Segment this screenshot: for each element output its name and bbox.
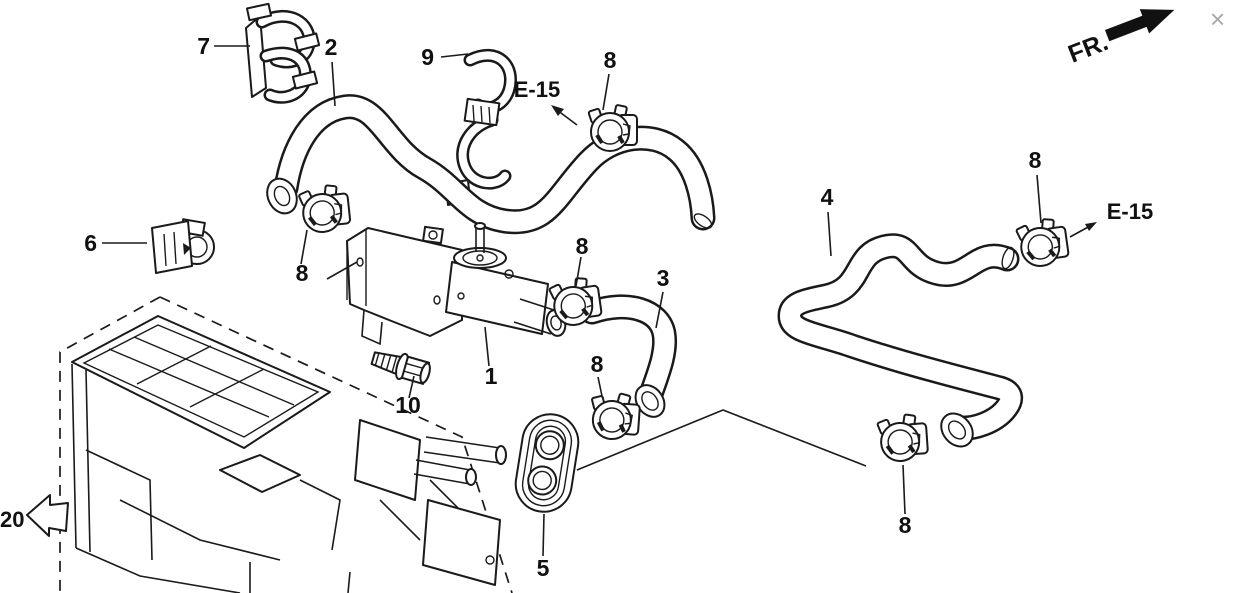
callout-part-2[interactable]: 2: [325, 34, 338, 60]
hose-clamp-part-8-right: [1013, 214, 1072, 271]
ref-e15-top-label[interactable]: E-15: [514, 77, 560, 102]
callout-part-8-top[interactable]: 8: [604, 47, 617, 73]
ref-20-label[interactable]: 20: [0, 507, 24, 532]
callout-part-6[interactable]: 6: [84, 230, 97, 256]
water-hose-part-3: [579, 294, 678, 418]
leader-lines: [102, 45, 1042, 557]
callout-part-7[interactable]: 7: [197, 33, 210, 59]
callout-part-8-bottom[interactable]: 8: [899, 512, 912, 538]
ref-view-20[interactable]: 20: [0, 494, 69, 537]
callout-part-1[interactable]: 1: [485, 363, 498, 389]
fr-arrow-icon: [1104, 9, 1175, 42]
heater-core-pipes: [413, 436, 507, 486]
callout-part-8-lower[interactable]: 8: [591, 351, 604, 377]
ref-e15-right-label[interactable]: E-15: [1107, 199, 1153, 224]
hose-clamp-part-8-lower-middle: [586, 389, 643, 443]
heater-unit-drawing: [59, 296, 513, 593]
callout-part-4[interactable]: 4: [821, 184, 834, 210]
callout-part-3[interactable]: 3: [657, 265, 670, 291]
ref-e15-right-arrow-icon: [1085, 222, 1097, 231]
hose-clip-part-6: [151, 218, 215, 274]
callout-part-8-right[interactable]: 8: [1029, 147, 1042, 173]
hose-clamp-part-8-top: [586, 102, 639, 153]
ref-e15-right[interactable]: E-15: [1069, 199, 1153, 238]
callout-part-9[interactable]: 9: [421, 44, 434, 70]
ref-e15-top[interactable]: E-15: [514, 77, 578, 126]
close-icon[interactable]: ×: [1210, 4, 1225, 34]
hose-holder-part-7: [245, 2, 321, 104]
fr-direction-arrow: FR.: [1064, 9, 1175, 69]
ref-20-arrow-icon: [26, 494, 69, 537]
water-hose-part-2: [266, 94, 716, 235]
callout-part-8-left[interactable]: 8: [296, 260, 309, 286]
ref-e15-top-arrow-icon: [551, 105, 564, 116]
hose-grommet-part-5: [514, 413, 580, 513]
mounting-bolt-part-10: [370, 351, 431, 385]
hose-clamp-part-8-bottom-right: [874, 410, 931, 465]
callout-part-5[interactable]: 5: [537, 555, 550, 581]
callout-part-8-valve[interactable]: 8: [576, 233, 589, 259]
water-valve-assembly-part-1: [346, 222, 567, 346]
fr-label: FR.: [1064, 28, 1112, 69]
callout-part-10[interactable]: 10: [395, 392, 421, 418]
water-hose-part-4: [777, 233, 1024, 448]
hose-clamp-part-8-left: [295, 181, 354, 237]
